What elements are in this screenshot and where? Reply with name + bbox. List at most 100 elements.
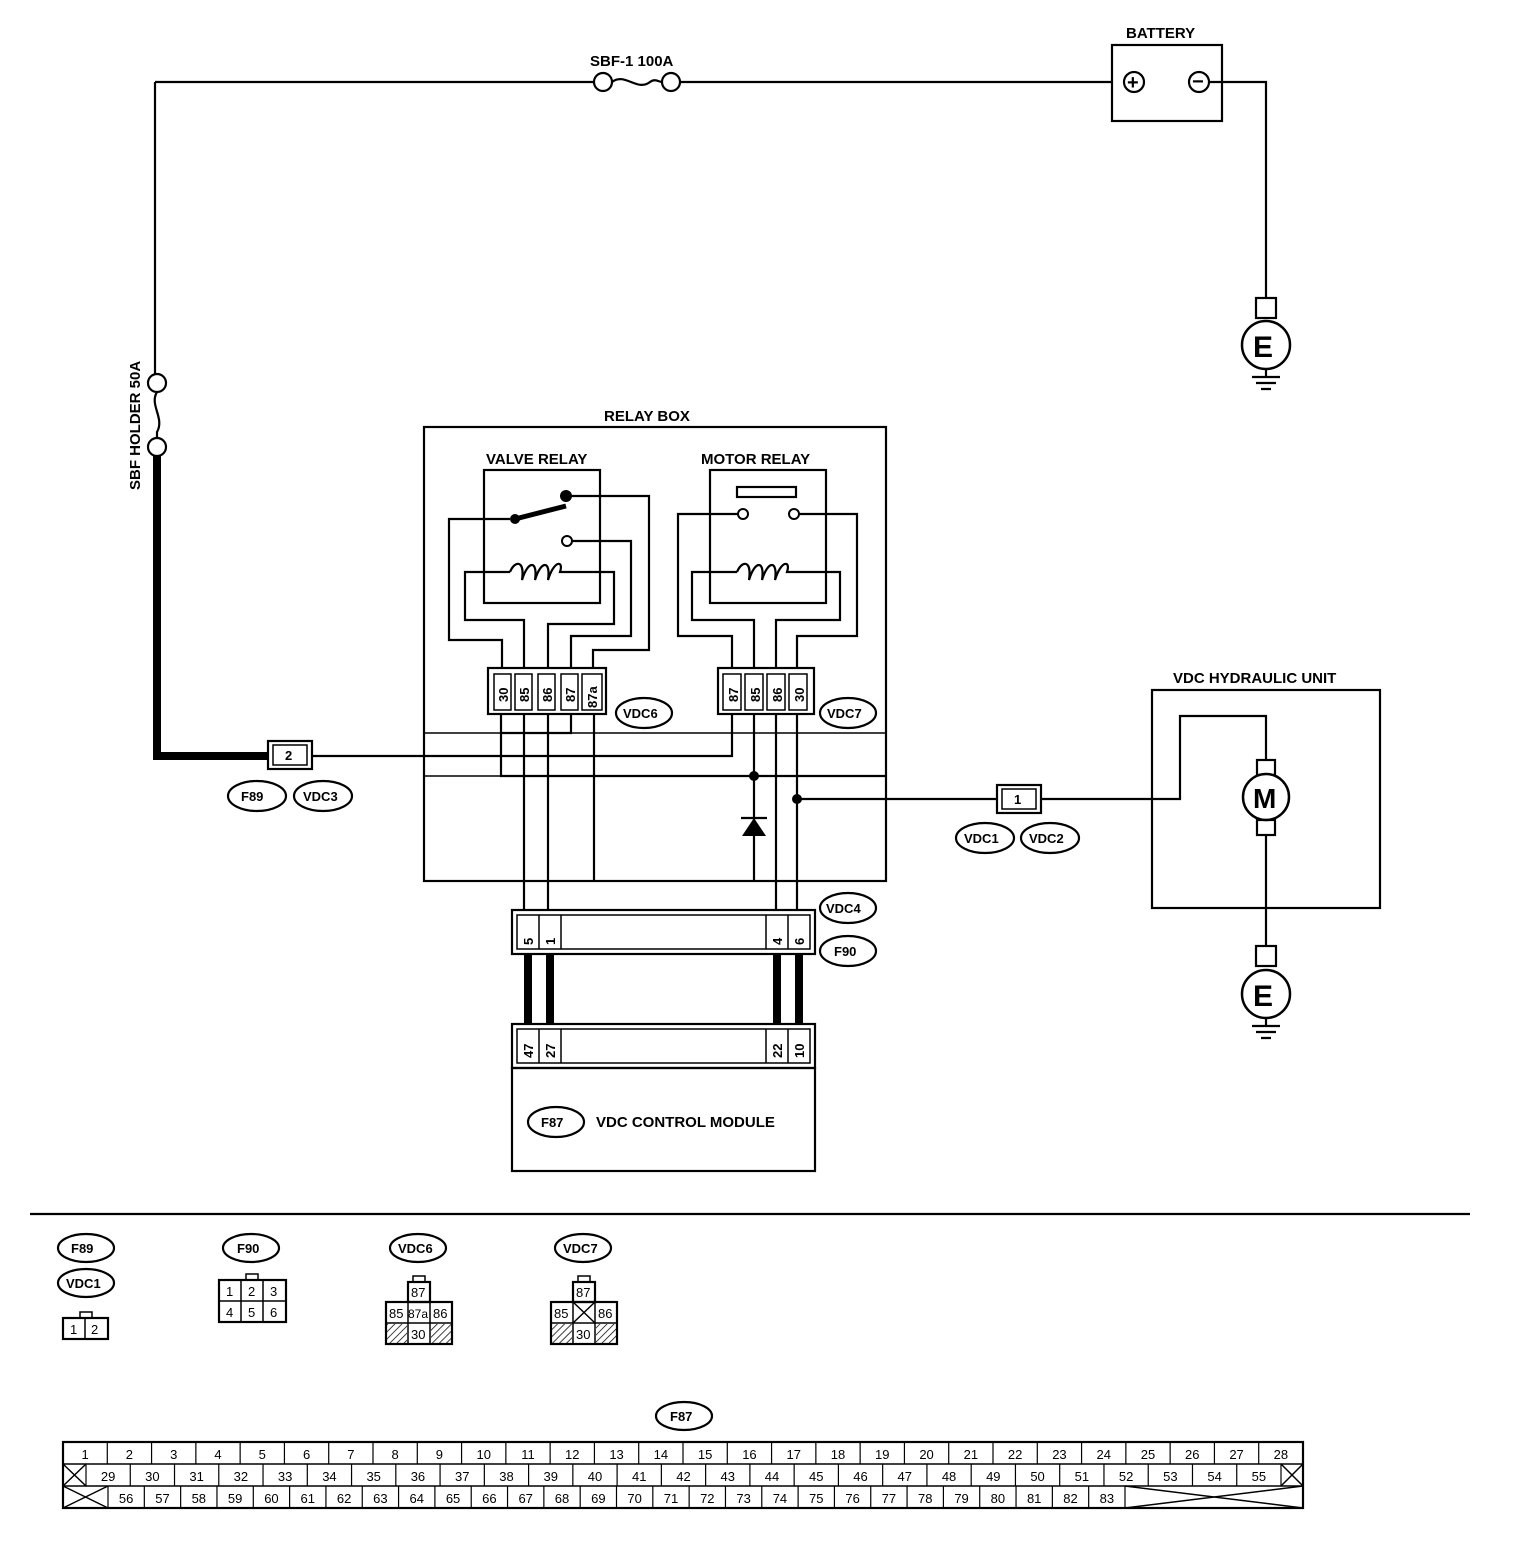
connector-vdc4-f90: 5 1 4 6 VDC4 F90 [510,891,878,968]
vdc1-label: VDC1 [964,831,999,846]
f87-pin-cell: 2 [126,1447,133,1462]
f87-pin-cell: 83 [1100,1491,1114,1506]
f87-pin-cell: 74 [773,1491,787,1506]
f87-pin-cell: 76 [845,1491,859,1506]
legend-f89-vdc1: F89 VDC1 1 2 [56,1232,116,1341]
legend-f90: F90 1 2 3 4 5 6 [217,1232,288,1324]
f87-pin-cell: 77 [882,1491,896,1506]
f87-pin-cell: 18 [831,1447,845,1462]
f87-pin-cell: 48 [942,1469,956,1484]
vdc-hydraulic-unit: VDC HYDRAULIC UNIT M [1150,670,1382,946]
f87-pin-cell: 56 [119,1491,133,1506]
legend-f90-pin: 3 [270,1284,277,1299]
motor-icon: M [1253,783,1276,814]
f87-pin-cell: 25 [1141,1447,1155,1462]
legend-vdc6-pin: 86 [433,1306,447,1321]
vdc7-pin-30: 30 [792,688,807,702]
f87-pin-cell: 14 [654,1447,668,1462]
f89-label: F89 [241,789,263,804]
f87-pin-cell: 24 [1096,1447,1110,1462]
f87-pin-cell: 32 [234,1469,248,1484]
vdc4-pin-1: 1 [543,938,558,945]
ground-icon: E [1240,944,1292,1040]
f87-pin-cell: 27 [1229,1447,1243,1462]
f87-pin-27: 27 [543,1044,558,1058]
legend-f90-pin: 4 [226,1305,233,1320]
f87-pin-cell: 3 [170,1447,177,1462]
f87-pin-cell: 5 [259,1447,266,1462]
f87-pin-cell: 21 [964,1447,978,1462]
legend-f90-pin: 2 [248,1284,255,1299]
f87-pin-cell: 59 [228,1491,242,1506]
f87-pin-cell: 64 [409,1491,423,1506]
vdc6-pin-85: 85 [517,688,532,702]
f87-pin-cell: 10 [476,1447,490,1462]
f87-pin-cell: 63 [373,1491,387,1506]
f87-pin-cell: 12 [565,1447,579,1462]
f87-label: F87 [541,1115,563,1130]
legend-vdc7-label: VDC7 [563,1241,598,1256]
valve-relay-label: VALVE RELAY [486,451,587,468]
f87-pin-cell: 60 [264,1491,278,1506]
f87-pin-cell: 82 [1063,1491,1077,1506]
f87-pin-cell: 36 [411,1469,425,1484]
vdc6-pin-87: 87 [563,688,578,702]
vdc7-pin-87: 87 [726,688,741,702]
ground-icon: E [1240,296,1292,391]
f87-pin-cell: 15 [698,1447,712,1462]
connector-vdc1-vdc2: 1 VDC1 VDC2 [954,714,1268,855]
vdc6-label: VDC6 [623,706,658,721]
f87-pin-cell: 68 [555,1491,569,1506]
vdc4-label: VDC4 [826,901,861,916]
fuse-holder-label: SBF HOLDER 50A [127,361,144,490]
f87-pin-cell: 65 [446,1491,460,1506]
hydraulic-unit-label: VDC HYDRAULIC UNIT [1173,670,1336,687]
f87-pin-cell: 50 [1030,1469,1044,1484]
f87-pin-cell: 4 [214,1447,221,1462]
f87-pin-cell: 22 [1008,1447,1022,1462]
f87-pin-cell: 54 [1207,1469,1221,1484]
legend-vdc7-pin: 87 [576,1285,590,1300]
f87-pin-cell: 17 [786,1447,800,1462]
legend-vdc6: VDC6 87 85 87a 86 30 [384,1232,454,1346]
f87-pin-cell: 70 [627,1491,641,1506]
f87-pin-cell: 41 [632,1469,646,1484]
f87-pin-cell: 40 [588,1469,602,1484]
f87-pin-cell: 31 [189,1469,203,1484]
connector-vdc7: 87 85 86 30 VDC7 [716,666,878,730]
legend-vdc6-pin: 30 [411,1327,425,1342]
vdc7-label: VDC7 [827,706,862,721]
battery-minus-icon: − [1192,71,1204,93]
f87-pin-cell: 75 [809,1491,823,1506]
f87-pin-cell: 30 [145,1469,159,1484]
legend-vdc6-pin: 87 [411,1285,425,1300]
battery-label: BATTERY [1126,25,1195,42]
f87-pin-cell: 13 [609,1447,623,1462]
motor-relay: MOTOR RELAY [676,451,859,668]
main-power-circuit: SBF-1 100A BATTERY + − E SBF HOLDER 50A [127,25,1292,760]
vdc-control-module: 47 27 22 10 F87 VDC CONTROL MODULE [510,1022,817,1173]
legend-f89-pin: 1 [70,1322,77,1337]
f87-pin-cell: 51 [1075,1469,1089,1484]
f87-pin-cell: 46 [853,1469,867,1484]
pin-1-label: 1 [1014,792,1021,807]
legend-f90-pin: 6 [270,1305,277,1320]
f87-pin-cell: 58 [192,1491,206,1506]
f87-pin-cell: 8 [392,1447,399,1462]
f87-pin-cell: 44 [765,1469,779,1484]
f87-pin-cell: 69 [591,1491,605,1506]
legend-vdc7: VDC7 87 85 86 30 [549,1232,619,1346]
vdc4-pin-4: 4 [770,937,785,945]
valve-relay: VALVE RELAY [447,451,651,668]
legend-f90-pin: 5 [248,1305,255,1320]
legend-f89-pin: 2 [91,1322,98,1337]
legend-f90-pin: 1 [226,1284,233,1299]
f87-pin-cell: 23 [1052,1447,1066,1462]
vdc4-pin-6: 6 [792,938,807,945]
f87-pin-cell: 78 [918,1491,932,1506]
vdc6-pin-86: 86 [540,688,555,702]
legend-vdc7-pin: 85 [554,1306,568,1321]
